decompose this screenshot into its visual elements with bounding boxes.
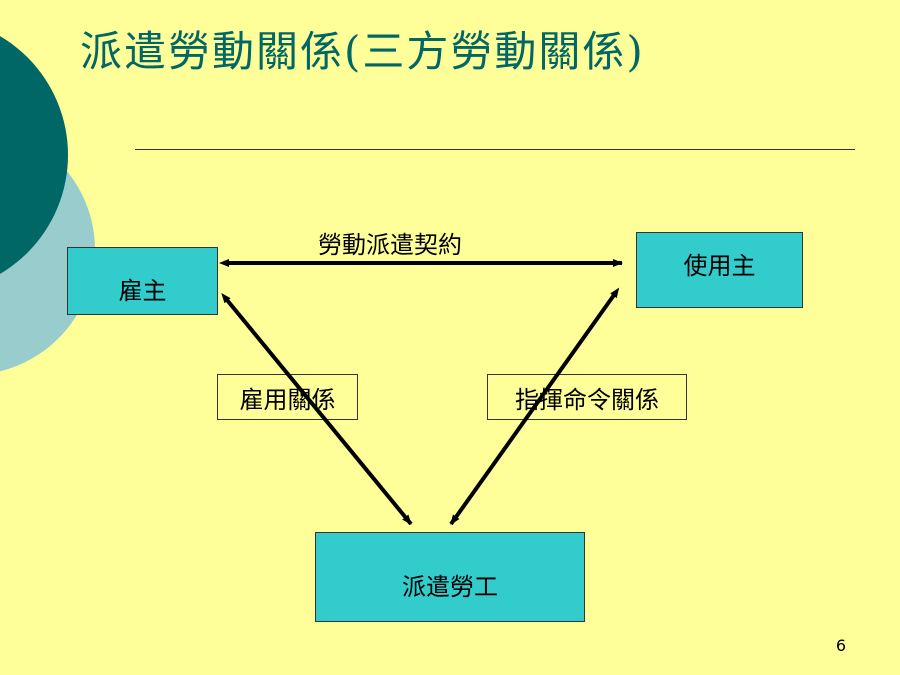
dispatched-worker-box: 派遣勞工 — [315, 532, 585, 622]
page-number: 6 — [835, 636, 846, 655]
user-company-box: 使用主 — [636, 232, 803, 308]
user-company-label: 使用主 — [683, 251, 756, 280]
dispatch-contract-label: 勞動派遣契約 — [318, 231, 462, 259]
dispatched-worker-label: 派遣勞工 — [402, 572, 498, 601]
command-relation-label: 指揮命令關係 — [487, 374, 687, 420]
dark-circle — [0, 36, 68, 274]
employer-box: 雇主 — [67, 247, 218, 315]
employer-label: 雇主 — [118, 276, 167, 305]
title-divider — [135, 149, 855, 150]
slide-title: 派遣勞動關係(三方勞動關係) — [80, 27, 645, 76]
employment-relation-label: 雇用關係 — [217, 374, 358, 420]
